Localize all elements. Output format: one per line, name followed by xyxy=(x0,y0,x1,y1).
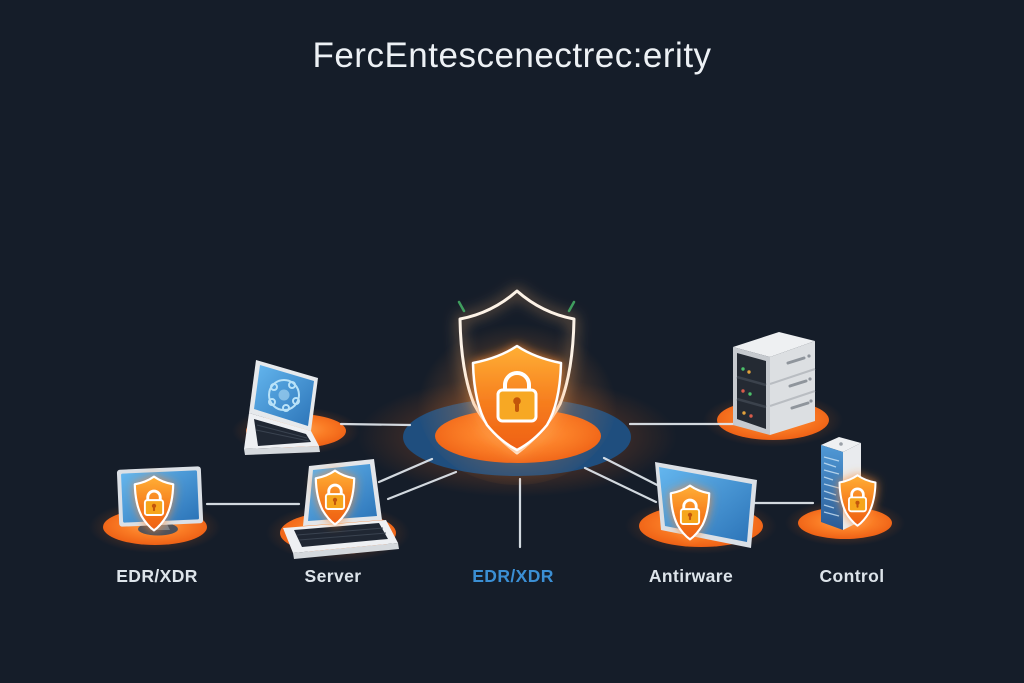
rack-top-button xyxy=(839,442,843,446)
node-label-edrxdr-center: EDR/XDR xyxy=(472,566,554,586)
connector-line xyxy=(583,466,658,504)
globe-icon xyxy=(268,379,300,412)
page-title: FercEntescenectrec:erity xyxy=(312,36,712,75)
tower-window-panel xyxy=(737,353,766,429)
lock-shackle-icon xyxy=(503,371,531,394)
outer-shield-outline-icon xyxy=(458,289,576,455)
globe-laptop-device xyxy=(244,360,320,455)
central-shield-hub xyxy=(417,289,617,485)
lock-keyhole xyxy=(513,397,521,405)
lock-keyhole-stem xyxy=(515,403,519,412)
connector-line xyxy=(377,457,434,484)
node-label-server: Server xyxy=(304,566,362,586)
tower-bay-dividers xyxy=(769,368,816,407)
laptop-keyboard xyxy=(254,419,311,446)
keyboard-rows xyxy=(255,424,310,442)
connector-line xyxy=(386,470,458,501)
tower-led-lights xyxy=(741,367,753,418)
node-label-edrxdr-left: EDR/XDR xyxy=(116,566,198,586)
node-label-control: Control xyxy=(819,566,885,586)
laptop-keyboard xyxy=(294,523,388,547)
tower-handle-dots xyxy=(807,354,813,403)
tower-shelf-lines xyxy=(736,375,767,409)
status-tick-marks xyxy=(457,300,576,313)
keyboard-rows xyxy=(296,527,387,541)
rack-code-lines xyxy=(823,456,840,517)
tower-top-face xyxy=(733,332,815,357)
tower-vent-slots xyxy=(786,356,810,410)
connector-lines xyxy=(205,422,815,549)
laptop-front-edge xyxy=(244,446,320,455)
tower-right-face xyxy=(770,341,815,435)
connector-line xyxy=(339,422,412,427)
rack-front-screen xyxy=(821,445,843,530)
node-label-antirware: Antirware xyxy=(648,566,734,586)
laptop-front-edge xyxy=(293,543,399,559)
server-tower-device xyxy=(733,332,816,435)
connector-line xyxy=(602,456,667,491)
